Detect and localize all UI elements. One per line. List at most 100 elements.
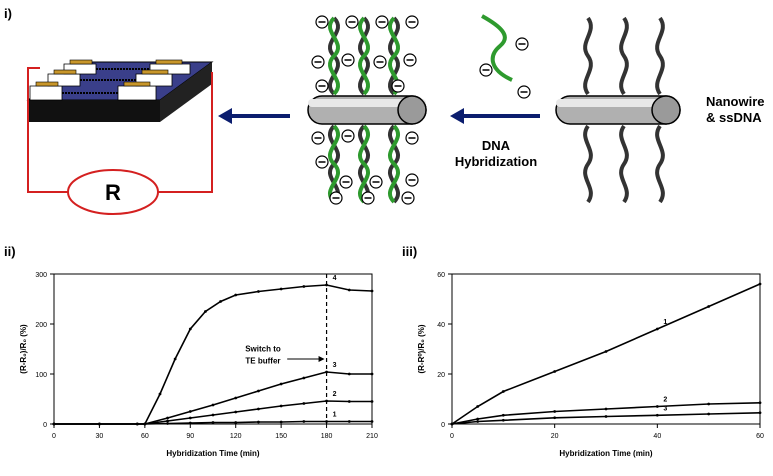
dsdna-strand-green-top-1 <box>358 16 370 96</box>
data-point <box>302 285 306 288</box>
x-tick-label: 90 <box>186 433 194 440</box>
nanowire-center <box>307 95 427 125</box>
x-tick-label: 60 <box>141 433 149 440</box>
y-axis-label: (R-R₀)/R₀ (%) <box>19 324 28 374</box>
series-line-2 <box>451 402 761 425</box>
data-point <box>302 376 306 380</box>
data-point <box>501 413 505 417</box>
y-tick-label: 60 <box>437 272 445 279</box>
data-point <box>234 396 238 400</box>
data-point <box>476 405 480 408</box>
data-point <box>173 357 177 361</box>
annotation-line1: Switch to <box>245 345 281 354</box>
data-point <box>257 389 260 393</box>
data-point <box>758 282 762 286</box>
data-point <box>234 293 238 297</box>
data-point <box>234 421 238 424</box>
data-point <box>476 417 480 421</box>
schematic-diagram: R DNA Hybridization Nanowire & ssDNA <box>26 14 765 215</box>
series-line-1 <box>451 283 761 425</box>
data-point <box>370 400 374 403</box>
data-point <box>553 370 557 373</box>
nanowire-label-line2: & ssDNA <box>706 110 762 125</box>
negative-charges <box>311 15 531 205</box>
y-tick-label: 200 <box>35 322 47 329</box>
data-point <box>279 404 283 408</box>
data-point <box>188 410 192 413</box>
panel-label-i: i) <box>4 6 12 21</box>
panel-label-iii: iii) <box>402 244 418 259</box>
x-tick-label: 40 <box>653 433 661 440</box>
data-point <box>347 420 351 423</box>
data-point <box>604 415 608 418</box>
x-tick-label: 120 <box>230 433 242 440</box>
x-tick-label: 60 <box>756 433 764 440</box>
plot-frame <box>53 273 373 425</box>
plot-frame <box>451 273 761 425</box>
data-point <box>98 422 101 426</box>
data-point <box>370 289 374 293</box>
data-point <box>188 421 192 425</box>
y-tick-label: 20 <box>437 372 445 379</box>
data-point <box>604 407 608 411</box>
y-tick-label: 40 <box>437 322 445 329</box>
data-point <box>553 416 557 420</box>
x-tick-label: 30 <box>96 433 104 440</box>
data-point <box>604 350 608 353</box>
data-point <box>211 403 215 407</box>
hybridization-label-line1: DNA <box>482 138 511 153</box>
data-point <box>655 405 659 408</box>
data-point <box>166 416 169 420</box>
data-point <box>257 290 260 293</box>
data-point <box>450 422 454 426</box>
data-point <box>347 400 351 403</box>
annotation-line2: TE buffer <box>245 357 280 366</box>
nanowire-right <box>555 95 681 125</box>
data-point <box>257 420 260 424</box>
nanowire-label-line1: Nanowire <box>706 94 765 109</box>
data-point <box>370 420 374 423</box>
data-point <box>135 422 139 426</box>
x-axis-label: Hybridization Time (min) <box>559 449 653 458</box>
series-label-2: 2 <box>663 397 667 404</box>
data-point <box>188 416 192 420</box>
data-point <box>347 372 351 376</box>
data-point <box>234 410 238 414</box>
data-point <box>655 327 659 331</box>
data-point <box>279 382 283 386</box>
data-point <box>211 421 215 424</box>
x-tick-label: 20 <box>551 433 559 440</box>
panel-label-ii: ii) <box>4 244 16 259</box>
data-point <box>279 287 283 291</box>
series-line-4 <box>54 284 373 425</box>
y-axis-label: (R-R⁰)/R₀ (%) <box>417 324 426 373</box>
data-point <box>707 402 711 406</box>
data-point <box>347 288 351 292</box>
dsdna-strand-green-top-0 <box>328 16 340 96</box>
data-point <box>501 390 505 393</box>
y-tick-label: 300 <box>35 272 47 279</box>
data-point <box>158 392 162 396</box>
annotation-arrowhead <box>318 356 325 362</box>
y-tick-label: 0 <box>441 422 445 429</box>
ssdna-strands <box>583 16 665 204</box>
data-point <box>279 420 283 424</box>
y-tick-label: 0 <box>43 422 47 429</box>
data-point <box>166 419 169 423</box>
x-tick-label: 210 <box>366 433 378 440</box>
data-point <box>707 412 711 416</box>
series-label-2: 2 <box>333 391 337 398</box>
x-tick-label: 180 <box>321 433 333 440</box>
arrow-left-1 <box>218 108 290 124</box>
data-point <box>476 420 480 423</box>
series-line-3 <box>451 412 761 425</box>
data-point <box>553 410 557 413</box>
x-tick-label: 0 <box>52 433 56 440</box>
resistor-label: R <box>105 180 121 205</box>
data-point <box>302 402 306 405</box>
dsdna-strand-green-bottom-2 <box>388 124 400 204</box>
hybridization-label-line2: Hybridization <box>455 154 537 169</box>
x-axis-label: Hybridization Time (min) <box>166 449 260 458</box>
